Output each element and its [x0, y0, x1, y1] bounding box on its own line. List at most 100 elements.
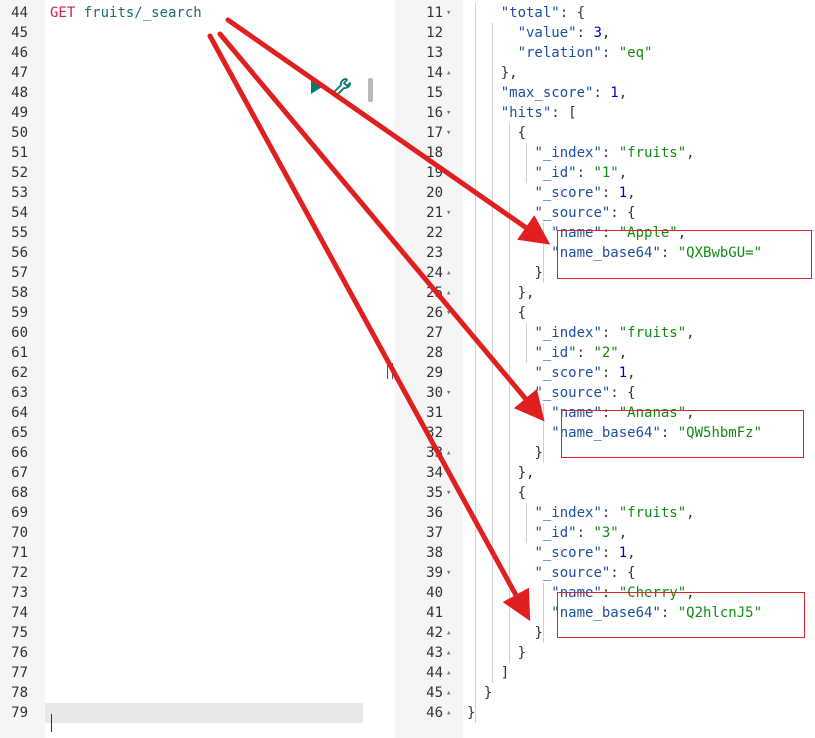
json-punct: , [618, 85, 628, 101]
fold-collapse-icon[interactable]: ▾ [446, 128, 452, 138]
request-line[interactable]: 75 [0, 623, 385, 643]
request-line[interactable]: 54 [0, 203, 385, 223]
json-punct: : [601, 325, 619, 341]
json-punct: : [660, 605, 678, 621]
request-line[interactable]: 71 [0, 543, 385, 563]
fold-collapse-icon[interactable]: ▾ [446, 308, 452, 318]
json-code: }, [467, 283, 535, 303]
wrench-icon[interactable] [332, 76, 354, 98]
request-line[interactable]: 69 [0, 503, 385, 523]
run-icon[interactable] [311, 80, 322, 94]
request-line[interactable]: 64 [0, 403, 385, 423]
request-line[interactable]: 58 [0, 283, 385, 303]
json-punct: , [627, 545, 636, 561]
fold-collapse-icon[interactable]: ▾ [446, 488, 452, 498]
fold-collapse-icon[interactable]: ▾ [446, 568, 452, 578]
json-punct: , [601, 25, 611, 41]
fold-expand-icon[interactable]: ▴ [446, 268, 452, 278]
json-punct: }, [517, 465, 535, 481]
request-line[interactable]: 45 [0, 23, 385, 43]
request-line[interactable]: 52 [0, 163, 385, 183]
fold-expand-icon[interactable]: ▴ [446, 628, 452, 638]
fold-expand-icon[interactable]: ▴ [446, 288, 452, 298]
json-code: }, [467, 63, 518, 83]
request-line[interactable]: 73 [0, 583, 385, 603]
json-punct: : [576, 525, 594, 541]
fold-collapse-icon[interactable]: ▾ [446, 388, 452, 398]
request-line[interactable]: 76 [0, 643, 385, 663]
request-line[interactable]: 50 [0, 123, 385, 143]
request-line[interactable]: 72 [0, 563, 385, 583]
request-line[interactable]: 65 [0, 423, 385, 443]
request-line[interactable]: 63 [0, 383, 385, 403]
request-line[interactable]: 55 [0, 223, 385, 243]
json-punct: } [483, 685, 493, 701]
fold-collapse-icon[interactable]: ▾ [446, 208, 452, 218]
json-code: } [467, 443, 543, 463]
json-string: "fruits" [618, 145, 687, 161]
fold-expand-icon[interactable]: ▴ [446, 68, 452, 78]
json-code: "_index": "fruits", [467, 143, 694, 163]
line-number: 70 [11, 525, 28, 541]
response-line: 20 "_score": 1, [395, 183, 815, 203]
json-number: 1 [618, 365, 628, 381]
line-number: 41 [426, 605, 443, 621]
fold-expand-icon[interactable]: ▴ [446, 668, 452, 678]
line-number: 38 [426, 545, 443, 561]
fold-expand-icon[interactable]: ▴ [446, 648, 452, 658]
fold-expand-icon[interactable]: ▴ [446, 448, 452, 458]
json-key: "relation" [517, 45, 602, 61]
fold-collapse-icon[interactable]: ▾ [446, 8, 452, 18]
response-line: 16▾ "hits": [ [395, 103, 815, 123]
json-punct: , [677, 225, 687, 241]
line-number: 13 [426, 45, 443, 61]
request-line[interactable]: 79 [11, 703, 363, 723]
json-code: } [467, 643, 526, 663]
request-line[interactable]: 53 [0, 183, 385, 203]
request-line[interactable]: 74 [0, 603, 385, 623]
json-string: "fruits" [618, 325, 687, 341]
request-line[interactable]: 48 [0, 83, 385, 103]
request-line[interactable]: 60 [0, 323, 385, 343]
fold-expand-icon[interactable]: ▴ [446, 708, 452, 718]
json-code: } [467, 683, 492, 703]
request-line[interactable]: 46 [0, 43, 385, 63]
fold-expand-icon[interactable]: ▴ [446, 688, 452, 698]
json-key: "_index" [534, 505, 602, 521]
request-line[interactable]: 47 [0, 63, 385, 83]
request-line[interactable]: 62 [0, 363, 385, 383]
request-line[interactable]: 78 [0, 683, 385, 703]
json-punct: } [534, 625, 543, 641]
response-line: 15 "max_score": 1, [395, 83, 815, 103]
request-line[interactable]: 68 [0, 483, 385, 503]
line-number: 78 [11, 685, 28, 701]
request-line[interactable]: 59 [0, 303, 385, 323]
request-line[interactable]: 49 [0, 103, 385, 123]
json-punct: : [601, 405, 619, 421]
response-line: 39▾ "_source": { [395, 563, 815, 583]
request-line[interactable]: 77 [0, 663, 385, 683]
line-number: 26 [426, 305, 443, 321]
response-line: 18 "_index": "fruits", [395, 143, 815, 163]
fold-expand-icon[interactable]: ▴ [446, 468, 452, 478]
json-punct: : [660, 245, 678, 261]
request-line[interactable]: 56 [0, 243, 385, 263]
request-line[interactable]: 67 [0, 463, 385, 483]
resize-grip-icon[interactable] [387, 363, 393, 379]
request-line-gutter [0, 0, 45, 738]
json-string: "Ananas" [618, 405, 687, 421]
request-scroll-handle[interactable] [368, 78, 373, 102]
request-line[interactable]: 66 [0, 443, 385, 463]
fold-collapse-icon[interactable]: ▾ [446, 108, 452, 118]
request-line[interactable]: 61 [0, 343, 385, 363]
json-string: "QXBwbGU=" [677, 245, 763, 261]
request-line[interactable]: 70 [0, 523, 385, 543]
request-line[interactable]: 51 [0, 143, 385, 163]
line-number: 18 [426, 145, 443, 161]
request-line[interactable]: 57 [0, 263, 385, 283]
json-punct: : [601, 365, 619, 381]
json-code: } [467, 263, 542, 283]
json-punct: } [534, 445, 543, 461]
